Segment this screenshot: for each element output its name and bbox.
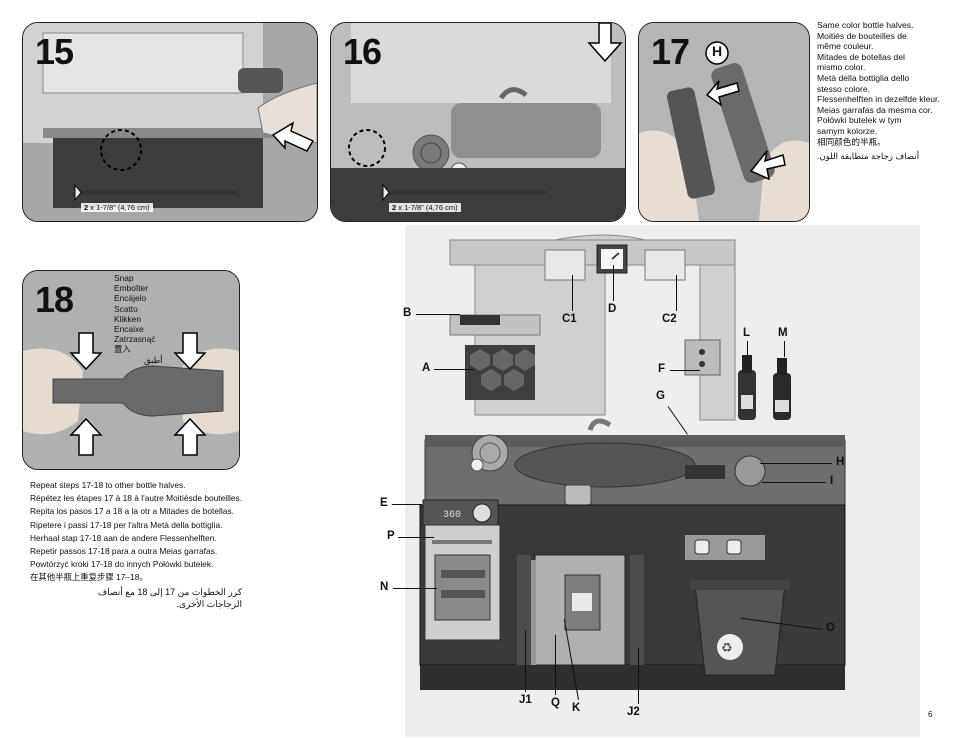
repeat-line: Herhaal stap 17-18 aan de andere Flessen… xyxy=(30,532,217,543)
callout-O: O xyxy=(826,622,835,634)
step-15-screw-label: 2 x 1-7/8" (4,76 cm) xyxy=(81,203,153,212)
leader-P xyxy=(398,537,434,538)
leader-H xyxy=(760,463,832,464)
same-color-line: Meias garrafas da mesma cor. xyxy=(817,104,933,115)
repeat-line: Powtórzyć kroki 17-18 do innych Połówki … xyxy=(30,559,214,570)
leader-L xyxy=(747,341,748,357)
step-16-panel: 16 2 x 1-7/8" (4,76 cm) xyxy=(330,22,626,222)
callout-F: F xyxy=(658,363,666,375)
step-18-panel: 18 xyxy=(22,270,240,470)
callout-J1: J1 xyxy=(519,694,532,706)
screw-size: x 1-7/8" (4,76 cm) xyxy=(88,203,150,212)
snap-line: 置入 xyxy=(114,344,131,355)
step-17-illustration xyxy=(639,23,809,221)
same-color-line: Same color bottle halves. xyxy=(817,20,914,30)
same-color-line: même couleur. xyxy=(817,41,874,52)
repeat-text: Repeat steps 17-18 to other bottle halve… xyxy=(30,479,242,585)
snap-line: Emboîter xyxy=(114,283,148,294)
same-color-line: Połówki butelek w tym xyxy=(817,115,902,126)
callout-D: D xyxy=(608,303,617,315)
callout-I: I xyxy=(830,475,834,487)
same-color-line: Mitades de botellas del xyxy=(817,51,905,62)
repeat-arabic-line: الزجاجات الأخرى. xyxy=(176,599,242,609)
callout-Q: Q xyxy=(551,697,560,709)
screw-qty: 2 xyxy=(84,203,89,212)
repeat-line: Repeat steps 17-18 to other bottle halve… xyxy=(30,480,186,490)
leader-E xyxy=(392,504,422,505)
snap-line: Snap xyxy=(114,273,134,283)
snap-line: Scatto xyxy=(114,303,138,314)
step-16-screw-label: 2 x 1-7/8" (4,76 cm) xyxy=(389,203,461,212)
callout-G: G xyxy=(656,390,665,402)
same-color-text: Same color bottle halves. Moitiés de bou… xyxy=(817,20,947,162)
same-color-arabic: أنصاف زجاجة متطابقة اللون. xyxy=(817,151,920,162)
snap-line: Encájelo xyxy=(114,293,147,304)
leader-C2 xyxy=(676,275,677,311)
snap-line: Encaixe xyxy=(114,324,144,335)
leader-I xyxy=(762,482,826,483)
same-color-line: Moitiés de bouteilles de xyxy=(817,30,907,41)
step-15-illustration xyxy=(23,23,317,221)
repeat-line: Repetir passos 17-18 para a outra Meias … xyxy=(30,546,218,557)
callout-A: A xyxy=(422,362,431,374)
leader-A xyxy=(434,369,474,370)
callout-M: M xyxy=(778,327,788,339)
step-18-illustration xyxy=(23,271,239,469)
snap-arabic: أطبق xyxy=(144,354,163,365)
step-16-number: 16 xyxy=(343,31,382,72)
snap-line: Zatrzasnąć xyxy=(114,334,156,345)
leader-M xyxy=(784,341,785,357)
leader-C1 xyxy=(572,275,573,311)
callout-K: K xyxy=(572,702,581,714)
svg-text:♻: ♻ xyxy=(721,641,733,656)
callout-E: E xyxy=(380,497,388,509)
repeat-line: 在其他半瓶上重复步骤 17–18。 xyxy=(30,572,148,583)
leader-J2 xyxy=(638,648,639,704)
repeat-line: Répétez les étapes 17 à 18 à l'autre Moi… xyxy=(30,493,243,504)
callout-B: B xyxy=(403,307,412,319)
callout-C2: C2 xyxy=(662,313,677,325)
step-17-badge: H xyxy=(712,43,723,59)
callout-N: N xyxy=(380,581,389,593)
same-color-line: Flessenhelften in dezelfde kleur. xyxy=(817,94,940,105)
step-17-panel: 17 H xyxy=(638,22,810,222)
repeat-arabic: كرر الخطوات من 17 إلى 18 مع أنصاف الزجاج… xyxy=(80,586,242,610)
leader-Q xyxy=(555,635,556,695)
step-17-number: 17 xyxy=(651,31,690,72)
leader-F xyxy=(670,370,700,371)
snap-line: Klikken xyxy=(114,313,141,324)
step-15-number: 15 xyxy=(35,31,74,72)
screw-size: x 1-7/8" (4,76 cm) xyxy=(396,203,458,212)
page-number: 6 xyxy=(928,710,933,719)
same-color-line: mismo color. xyxy=(817,62,866,73)
step-15-panel: 15 2 x 1-7/8" (4,76 cm) xyxy=(22,22,318,222)
same-color-line: stesso colore. xyxy=(817,83,871,94)
same-color-line: samym kolorze. xyxy=(817,125,878,136)
repeat-line: Repita los pasos 17 a 18 a la otr a Mita… xyxy=(30,506,234,517)
display-readout: 360 xyxy=(443,510,461,521)
screw-qty: 2 xyxy=(392,203,397,212)
leader-N xyxy=(393,588,437,589)
callout-P: P xyxy=(387,530,395,542)
kitchen-illustration: 360 ♻ xyxy=(405,225,920,737)
same-color-line: 相同颜色的半瓶。 xyxy=(817,136,886,147)
repeat-line: Ripetere i passi 17-18 per l'altra Metà … xyxy=(30,519,223,530)
same-color-line: Metà della bottiglia dello xyxy=(817,72,910,83)
leader-D xyxy=(613,265,614,301)
callout-C1: C1 xyxy=(562,313,577,325)
step-16-illustration xyxy=(331,23,625,221)
snap-text: Snap Emboîter Encájelo Scatto Klikken En… xyxy=(114,273,163,365)
leader-B xyxy=(416,314,460,315)
step-18-number: 18 xyxy=(35,279,74,320)
callout-L: L xyxy=(743,327,751,339)
leader-J1 xyxy=(525,630,526,692)
callout-J2: J2 xyxy=(627,706,640,718)
repeat-arabic-line: كرر الخطوات من 17 إلى 18 مع أنصاف xyxy=(97,587,242,597)
callout-H: H xyxy=(836,456,845,468)
